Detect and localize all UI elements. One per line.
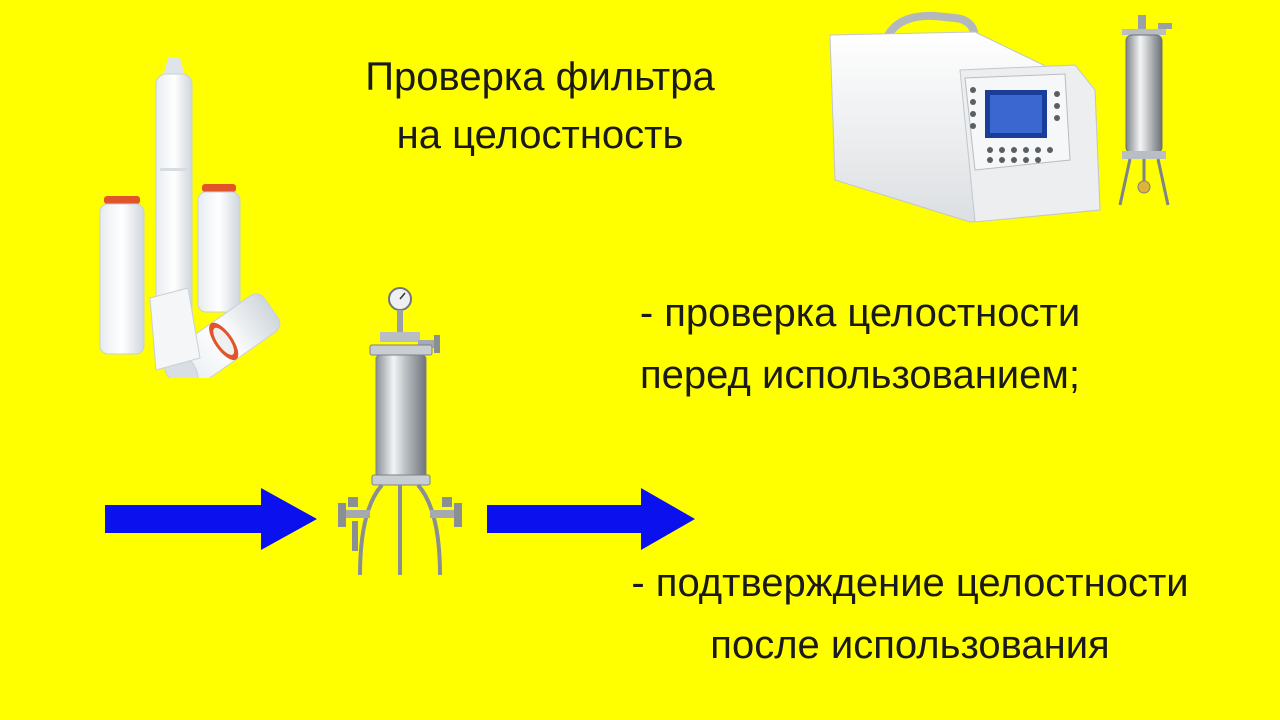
filter-cartridges-image [99,58,281,378]
point-after-use-line-1: - подтверждение целостности [631,561,1189,605]
point-before-use-line-1: - проверка целостности [639,291,1081,335]
flow-out-arrow-icon [487,488,695,550]
filter-housing-image [338,287,462,576]
point-after-use-line-2: после использования [710,623,1110,667]
slide-title: Проверка фильтра на целостность [300,48,780,164]
point-before-use-line-2: перед использованием; [640,353,1080,397]
small-filter-housing-image [1118,15,1172,206]
point-before-use: - проверка целостности перед использован… [560,282,1160,406]
point-after-use: - подтверждение целостности после исполь… [560,552,1260,676]
flow-in-arrow-shape [105,488,317,550]
integrity-tester-image [829,11,1101,223]
title-line-2: на целостность [396,113,684,157]
flow-out-arrow-shape [487,488,695,550]
flow-in-arrow-icon [105,488,317,550]
title-line-1: Проверка фильтра [365,55,715,99]
